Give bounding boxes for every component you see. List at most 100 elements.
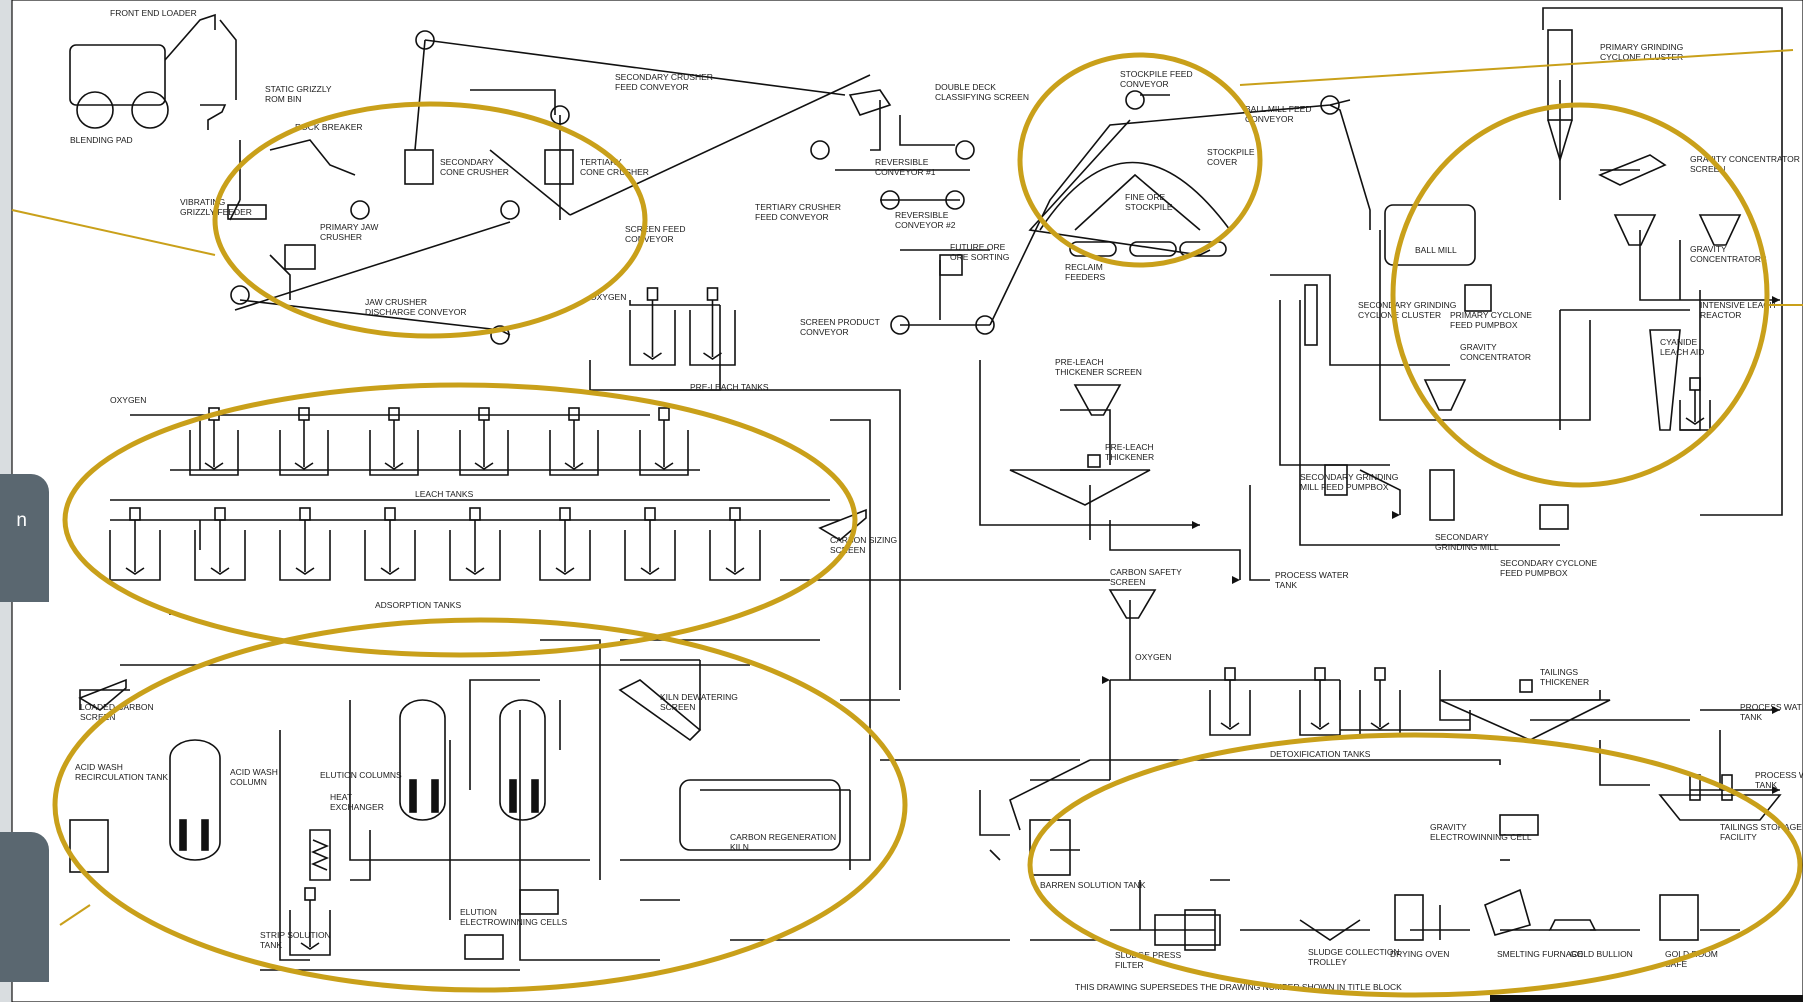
label-line: THICKENER SCREEN (1055, 367, 1142, 377)
label-line: COVER (1207, 157, 1237, 167)
label-line: ELUTION (460, 907, 497, 917)
label-line: SECONDARY (440, 157, 494, 167)
label-line: ACID WASH (230, 767, 278, 777)
elution-carbon-1 (432, 780, 438, 812)
label-line: TANK (1755, 780, 1777, 790)
label-footer-note: THIS DRAWING SUPERSEDES THE DRAWING NUMB… (1075, 982, 1402, 992)
label-line: PROCESS WATER (1740, 702, 1803, 712)
label-line: ROM BIN (265, 94, 301, 104)
label-line: SCREEN PRODUCT (800, 317, 880, 327)
label-line: ADSORPTION TANKS (375, 600, 461, 610)
label-line: FEED CONVEYOR (615, 82, 689, 92)
label-line: FRONT END LOADER (110, 8, 197, 18)
label-line: CYANIDE (1660, 337, 1697, 347)
label-blending-pad: BLENDING PAD (70, 135, 133, 145)
label-line: CONVEYOR #2 (895, 220, 956, 230)
label-line: CONCENTRATOR (1460, 352, 1531, 362)
elution-carbon-0 (410, 780, 416, 812)
label-line: CONE CRUSHER (440, 167, 509, 177)
label-line: BALL MILL FEED (1245, 104, 1311, 114)
label-line: SECONDARY GRINDING (1358, 300, 1456, 310)
label-line: CRUSHER (320, 232, 362, 242)
label-line: CYCLONE CLUSTER (1358, 310, 1441, 320)
label-line: CARBON SIZING (830, 535, 897, 545)
label-line: FINE ORE (1125, 192, 1165, 202)
label-line: PRIMARY JAW (320, 222, 378, 232)
label-line: GRAVITY (1690, 244, 1727, 254)
label-leach-tanks: LEACH TANKS (415, 489, 474, 499)
side-tab-upper[interactable]: n (0, 474, 49, 602)
label-line: TAILINGS (1540, 667, 1578, 677)
label-line: CONVEYOR (1120, 79, 1169, 89)
label-line: FUTURE ORE (950, 242, 1006, 252)
label-line: GOLD BULLION (1570, 949, 1633, 959)
label-line: HEAT (330, 792, 352, 802)
label-line: SECONDARY (1435, 532, 1489, 542)
label-line: OXYGEN (110, 395, 146, 405)
label-drying-oven: DRYING OVEN (1390, 949, 1449, 959)
label-line: ELECTROWINNING CELL (1430, 832, 1532, 842)
label-line: CONVEYOR (625, 234, 674, 244)
label-line: PRIMARY GRINDING (1600, 42, 1683, 52)
label-line: MILL FEED PUMPBOX (1300, 482, 1389, 492)
label-line: BARREN SOLUTION TANK (1040, 880, 1146, 890)
label-line: CONCENTRATORS (1690, 254, 1767, 264)
label-line: OXYGEN (1135, 652, 1171, 662)
label-line: LEACH TANKS (415, 489, 474, 499)
label-front-end-loader: FRONT END LOADER (110, 8, 197, 18)
label-line: TERTIARY CRUSHER (755, 202, 841, 212)
label-oxygen-3: OXYGEN (1135, 652, 1171, 662)
label-barren-solution: BARREN SOLUTION TANK (1040, 880, 1146, 890)
acid-carbon-1 (202, 820, 208, 850)
label-line: CARBON REGENERATION (730, 832, 836, 842)
label-line: STOCKPILE FEED (1120, 69, 1193, 79)
label-line: THICKENER (1105, 452, 1154, 462)
label-line: CARBON SAFETY (1110, 567, 1182, 577)
label-elution-columns: ELUTION COLUMNS (320, 770, 402, 780)
label-line: STOCKPILE (1207, 147, 1255, 157)
label-line: REACTOR (1700, 310, 1741, 320)
label-line: DOUBLE DECK (935, 82, 996, 92)
elution-carbon-3 (532, 780, 538, 812)
side-tab-text: n (16, 510, 27, 532)
label-line: STOCKPILE (1125, 202, 1173, 212)
label-line: BALL MILL (1415, 245, 1457, 255)
label-line: TANK (1275, 580, 1297, 590)
label-line: SCREEN FEED (625, 224, 685, 234)
label-line: GRINDING MILL (1435, 542, 1499, 552)
label-line: SECONDARY CYCLONE (1500, 558, 1597, 568)
label-line: CONE CRUSHER (580, 167, 649, 177)
label-line: ORE SORTING (950, 252, 1009, 262)
label-line: FILTER (1115, 960, 1144, 970)
label-line: DISCHARGE CONVEYOR (365, 307, 467, 317)
label-line: CONVEYOR #1 (875, 167, 936, 177)
label-line: PRE-LEACH (1055, 357, 1104, 367)
label-future-ore-sort: FUTURE OREORE SORTING (950, 242, 1009, 262)
label-line: TANK (1740, 712, 1762, 722)
label-line: EXCHANGER (330, 802, 384, 812)
label-line: TAILINGS STORAGE (1720, 822, 1802, 832)
label-adsorption-tanks: ADSORPTION TANKS (375, 600, 461, 610)
label-line: REVERSIBLE (895, 210, 949, 220)
label-line: BLENDING PAD (70, 135, 133, 145)
label-preleach-tanks: PRE-LEACH TANKS (690, 382, 769, 392)
label-line: ACID WASH (75, 762, 123, 772)
label-line: PROCESS WATER (1275, 570, 1349, 580)
label-line: RECIRCULATION TANK (75, 772, 168, 782)
label-line: SECONDARY GRINDING (1300, 472, 1398, 482)
label-line: FEEDERS (1065, 272, 1105, 282)
label-reversible-1: REVERSIBLECONVEYOR #1 (875, 157, 936, 177)
label-line: CONVEYOR (800, 327, 849, 337)
label-gold-bullion: GOLD BULLION (1570, 949, 1633, 959)
title-block-edge (1490, 995, 1803, 1002)
label-line: SCREEN (1110, 577, 1145, 587)
side-tab-lower[interactable] (0, 832, 49, 982)
label-line: SECONDARY CRUSHER (615, 72, 713, 82)
label-line: STATIC GRIZZLY (265, 84, 332, 94)
label-line: TANK (260, 940, 282, 950)
label-line: COLUMN (230, 777, 267, 787)
